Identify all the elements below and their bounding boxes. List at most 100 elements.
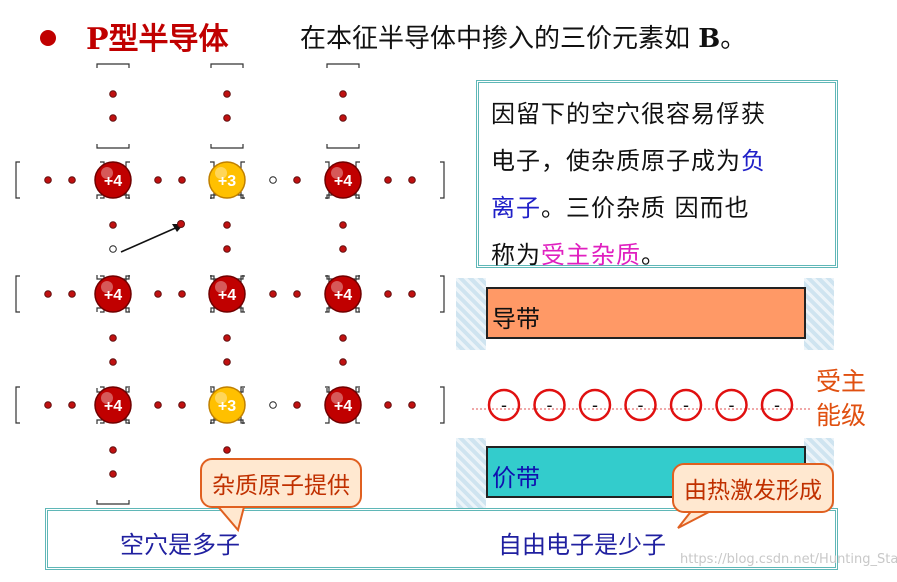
summary-box: [45, 508, 838, 570]
vertical-bond-bracket: [210, 63, 244, 149]
electron-dot: [408, 176, 416, 184]
electron-dot: [154, 401, 162, 409]
acceptor-level-label: 受主 能级: [816, 365, 866, 433]
electron-dot: [109, 358, 117, 366]
explanation-line-4-end: 。: [641, 241, 666, 269]
explanation-line-4: 称为受主杂质。: [491, 232, 825, 279]
conduction-band: 导带: [486, 287, 806, 339]
atom-highlight: [215, 281, 227, 293]
explanation-line-3: 离子。三价杂质 因而也: [491, 185, 825, 232]
acceptor-level-label-line-2: 能级: [816, 401, 867, 430]
electron-dot: [223, 221, 231, 229]
electron-dot: [223, 90, 231, 98]
term-negative: 负: [741, 147, 766, 175]
electron-dot: [339, 358, 347, 366]
explanation-line-2: 电子，使杂质原子成为负: [491, 138, 825, 185]
conduction-band-label: 导带: [492, 305, 540, 333]
electron-dot: [269, 290, 277, 298]
explanation-line-4-text: 称为: [491, 241, 541, 269]
atom-charge-label: +4: [218, 287, 236, 304]
electron-dot: [408, 290, 416, 298]
electron-dot: [293, 290, 301, 298]
electron-dot: [109, 470, 117, 478]
electron-dot: [68, 401, 76, 409]
explanation-box: 因留下的空穴很容易俘获 电子，使杂质原子成为负 离子。三价杂质 因而也 称为受主…: [476, 80, 838, 269]
term-acceptor-impurity: 受主杂质: [541, 241, 641, 269]
electron-dot: [44, 290, 52, 298]
atom-charge-label: +4: [104, 398, 122, 415]
crystal-lattice-diagram: +4+3+4+4+4+4+4+3+4: [15, 63, 445, 505]
atom-highlight: [101, 392, 113, 404]
electron-dot: [223, 358, 231, 366]
silicon-atom: [324, 386, 362, 424]
hole-dot: [109, 245, 117, 253]
electron-dot: [68, 290, 76, 298]
atom-charge-label: +3: [218, 173, 236, 190]
electron-dot: [44, 401, 52, 409]
bullet-dot: [40, 30, 56, 46]
electron-dot: [384, 290, 392, 298]
atom-highlight: [215, 392, 227, 404]
electron-dot: [178, 176, 186, 184]
electron-dot: [68, 176, 76, 184]
page-title: P型半导体: [86, 22, 229, 57]
majority-carrier-text: 空穴是多子: [120, 531, 240, 559]
subtitle-text: 在本征半导体中掺入的三价元素如: [300, 24, 699, 54]
silicon-atom: [324, 275, 362, 313]
atom-charge-label: +4: [334, 287, 352, 304]
atom-highlight: [331, 281, 343, 293]
term-ion: 离子: [491, 194, 541, 222]
electron-dot: [339, 90, 347, 98]
silicon-atom: [94, 275, 132, 313]
explanation-line-1: 因留下的空穴很容易俘获: [491, 100, 766, 128]
electron-dot: [223, 334, 231, 342]
callout-impurity-provided: 杂质原子提供: [200, 458, 362, 508]
boron-atom: [208, 161, 246, 199]
atom-highlight: [331, 167, 343, 179]
electron-dot: [384, 401, 392, 409]
hole-dot: [269, 401, 277, 409]
moved-electron-dot: [177, 220, 185, 228]
electron-dot: [109, 446, 117, 454]
atom-charge-label: +4: [104, 287, 122, 304]
subtitle-element: B: [698, 24, 721, 54]
electron-dot: [408, 401, 416, 409]
silicon-atom: [324, 161, 362, 199]
explanation-line-3-text: 。三价杂质 因而也: [541, 194, 750, 222]
silicon-atom: [94, 161, 132, 199]
vertical-bond-bracket: [96, 63, 130, 149]
silicon-atom: [208, 275, 246, 313]
electron-dot: [223, 446, 231, 454]
electron-dot: [339, 245, 347, 253]
electron-dot: [223, 245, 231, 253]
silicon-atom: [94, 386, 132, 424]
atom-charge-label: +4: [334, 173, 352, 190]
electron-dot: [339, 221, 347, 229]
electron-dot: [154, 290, 162, 298]
atom-charge-label: +4: [104, 173, 122, 190]
explanation-line-2-text: 电子，使杂质原子成为: [491, 147, 741, 175]
electron-dot: [109, 334, 117, 342]
acceptor-level-label-line-1: 受主: [816, 367, 867, 396]
electron-move-arrow: [120, 225, 181, 253]
valence-band-label: 价带: [492, 464, 540, 492]
watermark: https://blog.csdn.net/Hunting_Star: [680, 552, 897, 567]
electron-dot: [109, 221, 117, 229]
boron-atom: [208, 386, 246, 424]
atom-highlight: [215, 167, 227, 179]
electron-dot: [154, 176, 162, 184]
electron-dot: [178, 290, 186, 298]
band-texture-left-bottom: [456, 438, 486, 510]
callout-thermal-excitation: 由热激发形成: [672, 463, 834, 513]
electron-dot: [109, 114, 117, 122]
electron-dot: [339, 334, 347, 342]
band-texture-right-top: [804, 278, 834, 350]
hole-dot: [269, 176, 277, 184]
electron-dot: [223, 114, 231, 122]
electron-dot: [339, 114, 347, 122]
electron-dot: [44, 176, 52, 184]
atom-highlight: [101, 167, 113, 179]
electron-dot: [293, 176, 301, 184]
electron-dot: [293, 401, 301, 409]
band-texture-left-top: [456, 278, 486, 350]
